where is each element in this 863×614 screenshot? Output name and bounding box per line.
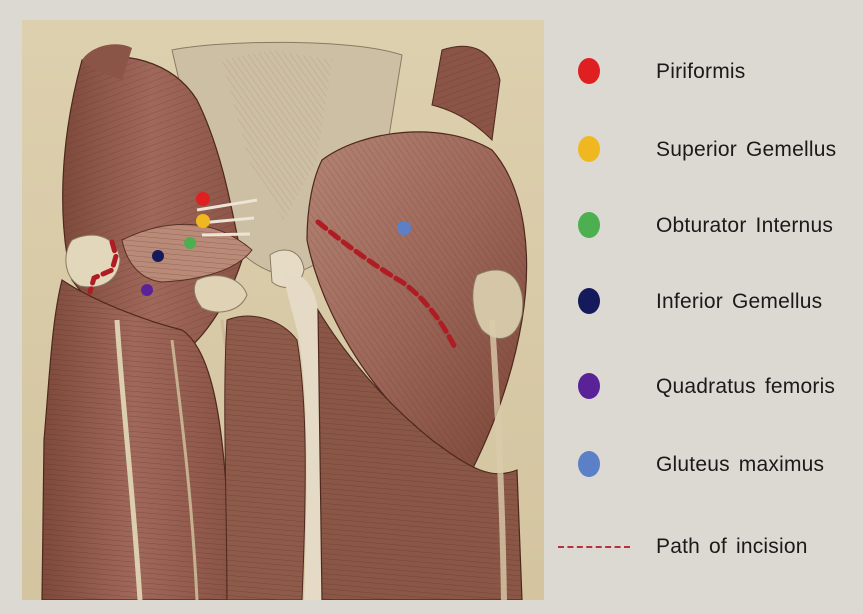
obturator-internus-marker [184,237,196,249]
legend-item-quadratus-femoris: Quadratus femoris [550,367,860,407]
legend-label: Gluteus maximus [656,453,824,477]
legend-item-inferior-gemellus: Inferior Gemellus [550,282,860,322]
legend-item-incision: Path of incision [550,527,860,567]
legend-label: Obturator Internus [656,214,833,238]
piriformis-marker [196,192,210,206]
legend-item-gluteus-maximus: Gluteus maximus [550,445,860,485]
dashed-line-icon [558,546,630,548]
legend-label: Path of incision [656,535,808,559]
inferior-gemellus-marker [152,250,164,262]
legend-label: Superior Gemellus [656,138,836,162]
gluteus-maximus-marker [397,221,411,235]
legend-item-obturator-internus: Obturator Internus [550,206,860,246]
green-dot-icon [578,212,600,238]
anatomy-illustration [22,20,544,600]
blue-dot-icon [578,451,600,477]
yellow-dot-icon [578,136,600,162]
legend-label: Quadratus femoris [656,375,835,399]
superior-gemellus-marker [196,214,210,228]
purple-dot-icon [578,373,600,399]
legend-label: Inferior Gemellus [656,290,822,314]
legend-item-superior-gemellus: Superior Gemellus [550,130,860,170]
legend-item-piriformis: Piriformis [550,52,860,92]
quadratus-femoris-marker [141,284,153,296]
legend-label: Piriformis [656,60,746,84]
red-dot-icon [578,58,600,84]
navy-dot-icon [578,288,600,314]
